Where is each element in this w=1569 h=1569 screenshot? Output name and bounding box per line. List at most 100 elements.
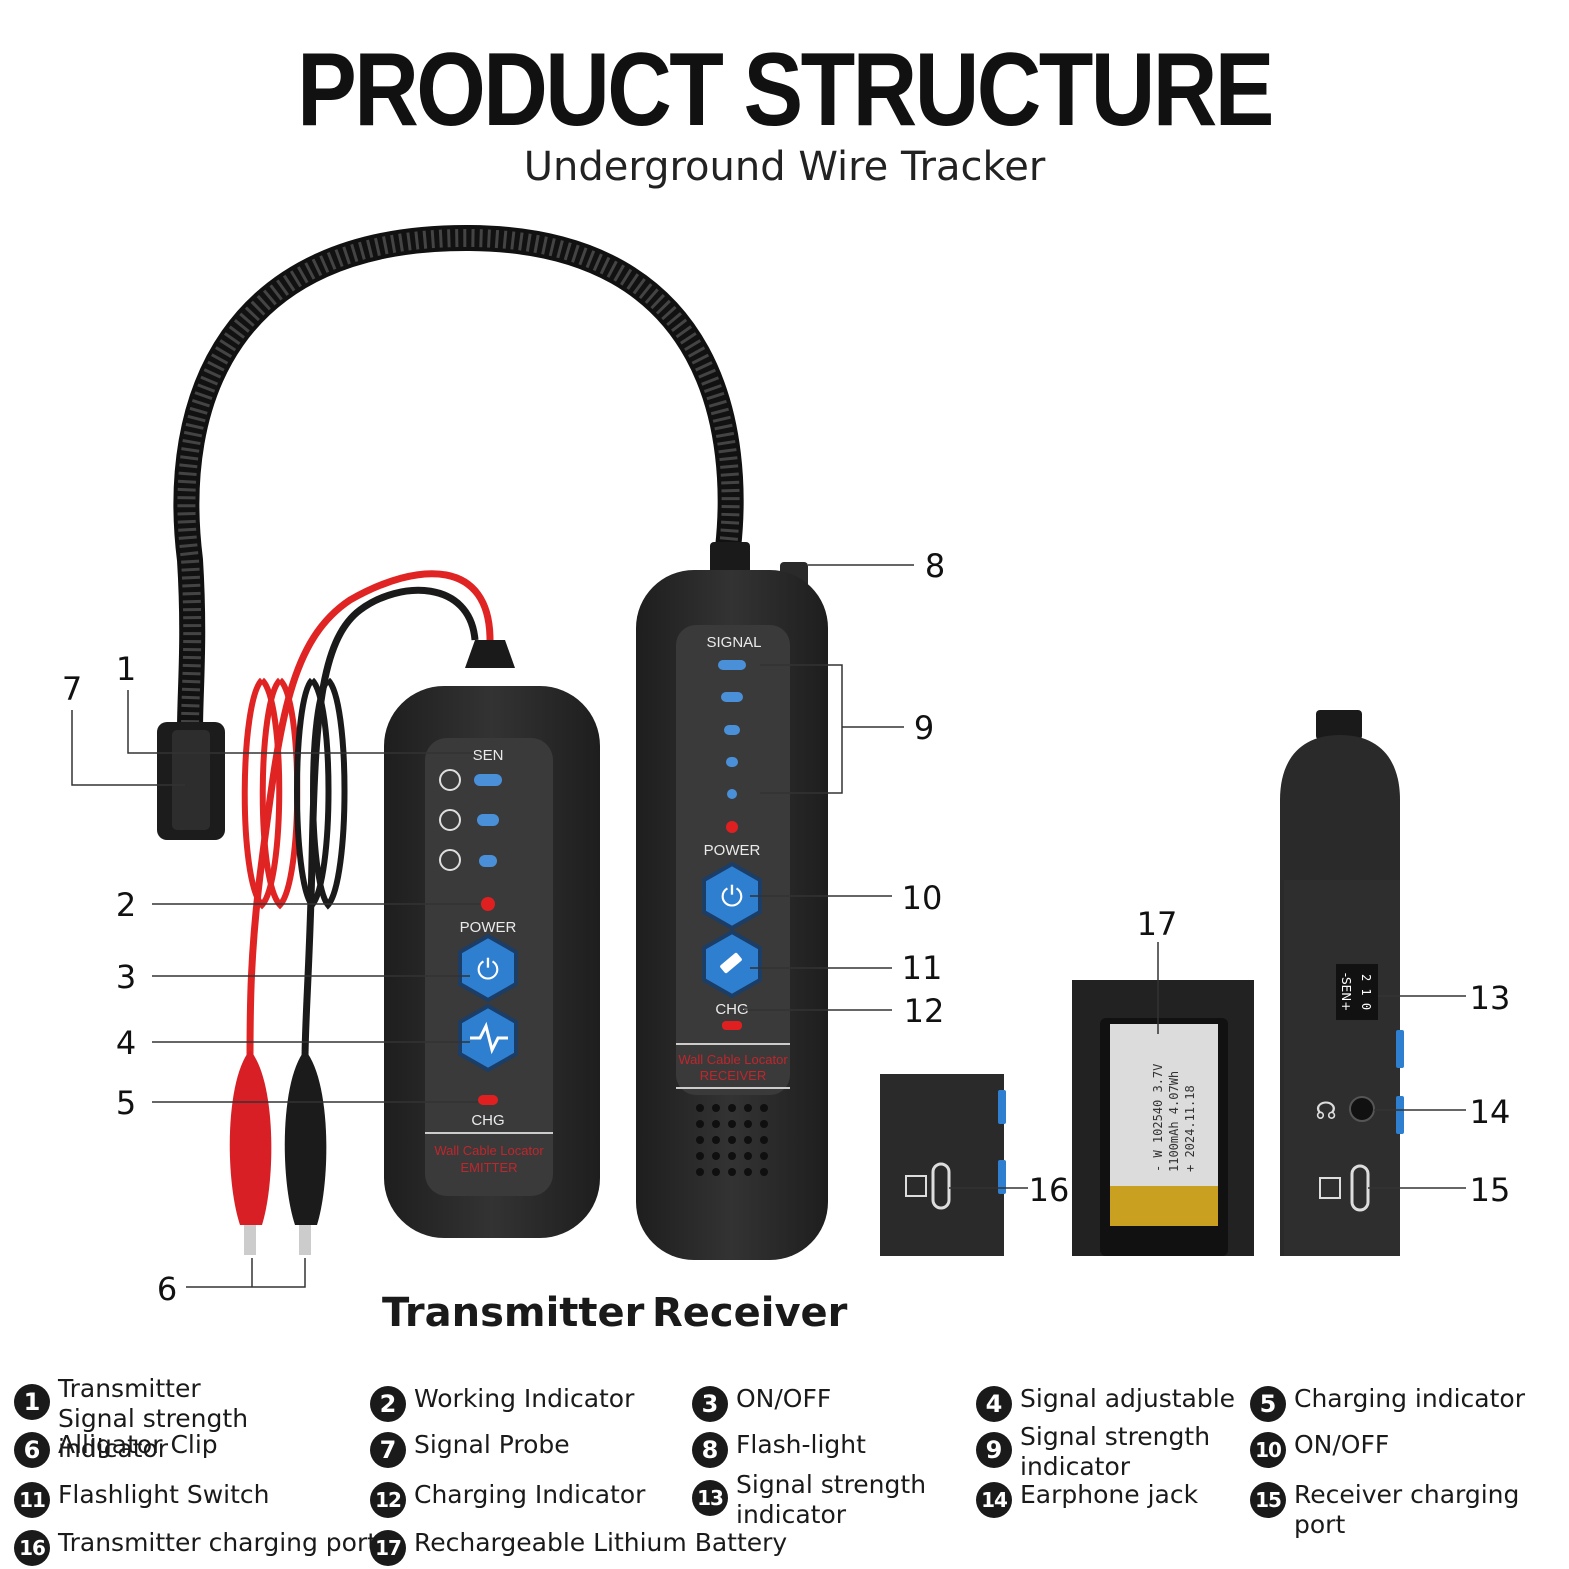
tx-brand-line-2: EMITTER: [460, 1160, 517, 1175]
sen-switch: [1336, 964, 1378, 1020]
charge-icon: [1319, 1177, 1341, 1199]
rx-power-button: [702, 861, 762, 931]
legend-item: 13 Signal strength indicator: [692, 1470, 936, 1530]
callout-13: 13: [1470, 979, 1511, 1017]
legend-number: 7: [370, 1432, 406, 1468]
receiver-body: SIGNAL POWER ⏻ CHG Wall Cable Locator RE…: [636, 542, 828, 1260]
callout-11: 11: [902, 949, 943, 987]
callout-7: 7: [62, 670, 82, 708]
pulse-icon: [470, 1021, 508, 1055]
callout-12: 12: [904, 992, 945, 1030]
legend-text: Signal Probe: [414, 1430, 570, 1459]
flashlight-icon: [720, 952, 742, 974]
legend-text: ON/OFF: [1294, 1430, 1390, 1459]
tx-chg-label: CHG: [471, 1112, 504, 1129]
callout-5: 5: [116, 1084, 136, 1122]
callout-4: 4: [116, 1024, 136, 1062]
legend-number: 8: [692, 1432, 728, 1468]
legend-text: Charging indicator: [1294, 1384, 1525, 1413]
legend-item: 16 Transmitter charging port: [14, 1528, 377, 1566]
callout-3: 3: [116, 958, 136, 996]
receiver-side-view: 2 1 0 -SEN+ ☊: [1280, 710, 1404, 1256]
tx-usb-c-port: [931, 1162, 951, 1210]
legend-text: Transmitter Signal strength indicator: [58, 1374, 249, 1463]
battery-cell: [1110, 1186, 1218, 1226]
callout-9: 9: [914, 709, 934, 747]
legend-number: 1: [14, 1384, 50, 1420]
legend-text: Signal strength indicator: [736, 1470, 927, 1529]
black-alligator-clip: [284, 1050, 327, 1255]
callout-6: 6: [157, 1270, 177, 1308]
legend-text: Signal adjustable: [1020, 1384, 1236, 1413]
tx-power-button: [458, 933, 518, 1003]
legend-number: 10: [1250, 1432, 1286, 1468]
rx-power-label: POWER: [704, 842, 761, 859]
legend-item: 3 ON/OFF: [692, 1384, 831, 1422]
legend-item: 7 Signal Probe: [370, 1430, 570, 1468]
legend-text: Flash-light: [736, 1430, 866, 1459]
legend-number: 15: [1250, 1482, 1286, 1518]
callout-1: 1: [116, 650, 136, 688]
legend-text: Transmitter charging port: [58, 1528, 378, 1557]
legend-text: Signal strength indicator: [1020, 1422, 1211, 1481]
transmitter-label: Transmitter: [382, 1290, 645, 1336]
transmitter-bottom-view: [880, 1074, 1006, 1256]
legend-number: 13: [692, 1480, 728, 1516]
rx-brand-line-1: Wall Cable Locator: [678, 1052, 788, 1067]
product-diagram: SEN POWER ⏻ CHG Wall Cable Locator EMITT…: [62, 224, 1511, 1308]
receiver-label: Receiver: [652, 1290, 848, 1336]
legend-text: Working Indicator: [414, 1384, 635, 1413]
sen-switch-label: -SEN+: [1339, 973, 1353, 1012]
legend-text: Receiver charging port: [1294, 1480, 1520, 1539]
callout-15: 15: [1470, 1171, 1511, 1209]
legend-item: 6 Alligator Clip: [14, 1430, 218, 1468]
legend-item: 15 Receiver charging port: [1250, 1480, 1569, 1540]
sen-label: SEN: [473, 747, 504, 764]
power-icon: ⏻: [477, 953, 499, 986]
battery-label: [1110, 1024, 1218, 1190]
red-alligator-clip: [229, 1050, 272, 1255]
working-indicator-led: [481, 897, 495, 911]
battery-text-1: - W 102540 3.7V: [1151, 1064, 1165, 1172]
legend-text: Rechargeable Lithium Battery: [414, 1528, 788, 1557]
red-wire: [246, 570, 494, 1061]
legend-text: Flashlight Switch: [58, 1480, 270, 1509]
rx-brand-line-2: RECEIVER: [700, 1068, 766, 1083]
callout-17: 17: [1137, 905, 1178, 943]
legend-item: 10 ON/OFF: [1250, 1430, 1389, 1468]
legend-number: 6: [14, 1432, 50, 1468]
legend-item: 2 Working Indicator: [370, 1384, 634, 1422]
legend-text: Earphone jack: [1020, 1480, 1199, 1509]
legend-number: 2: [370, 1386, 406, 1422]
legend-text: ON/OFF: [736, 1384, 832, 1413]
battery-text-2: 1100mAh 4.07Wh: [1167, 1071, 1181, 1172]
page-title: PRODUCT STRUCTURE: [297, 32, 1274, 148]
battery-text-3: + 2024.11.18: [1183, 1085, 1197, 1172]
legend-item: 9 Signal strength indicator: [976, 1422, 1220, 1482]
legend-item: 14 Earphone jack: [976, 1480, 1198, 1518]
legend-number: 4: [976, 1386, 1012, 1422]
legend-number: 9: [976, 1432, 1012, 1468]
tx-power-label: POWER: [460, 919, 517, 936]
legend-item: 5 Charging indicator: [1250, 1384, 1525, 1422]
charge-icon: [905, 1175, 927, 1197]
battery-compartment: - W 102540 3.7V 1100mAh 4.07Wh + 2024.11…: [1072, 980, 1254, 1256]
callout-2: 2: [116, 886, 136, 924]
legend-number: 12: [370, 1482, 406, 1518]
legend-item: 17 Rechargeable Lithium Battery: [370, 1528, 787, 1566]
legend-text: Charging Indicator: [414, 1480, 646, 1509]
legend-number: 11: [14, 1482, 50, 1518]
legend-number: 17: [370, 1530, 406, 1566]
callout-14: 14: [1470, 1093, 1511, 1131]
legend-item: 8 Flash-light: [692, 1430, 866, 1468]
sen-switch-nums: 2 1 0: [1359, 974, 1373, 1010]
legend-text: Alligator Clip: [58, 1430, 218, 1459]
transmitter-body: SEN POWER ⏻ CHG Wall Cable Locator EMITT…: [384, 640, 600, 1238]
earphone-jack: [1349, 1096, 1375, 1122]
speaker-grille: [696, 1104, 768, 1176]
legend-number: 3: [692, 1386, 728, 1422]
rx-chg-label: CHG: [715, 1001, 748, 1018]
legend-number: 14: [976, 1482, 1012, 1518]
headphone-icon: ☊: [1315, 1097, 1336, 1125]
legend-item: 12 Charging Indicator: [370, 1480, 645, 1518]
